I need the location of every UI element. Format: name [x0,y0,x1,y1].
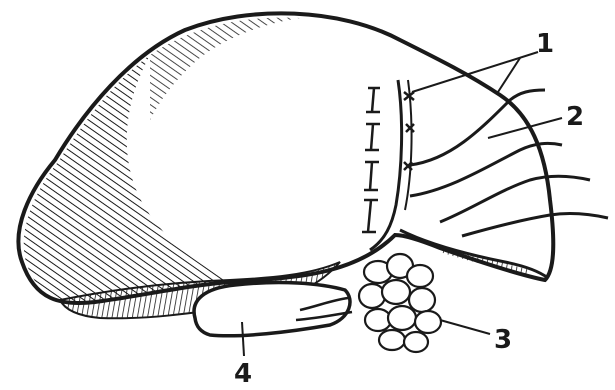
label-1: 1 [536,29,554,59]
gallbladder [194,283,350,336]
label-2: 2 [566,102,584,132]
label-3: 3 [494,325,512,355]
label-4: 4 [234,359,252,386]
omentum-cluster [359,254,441,352]
